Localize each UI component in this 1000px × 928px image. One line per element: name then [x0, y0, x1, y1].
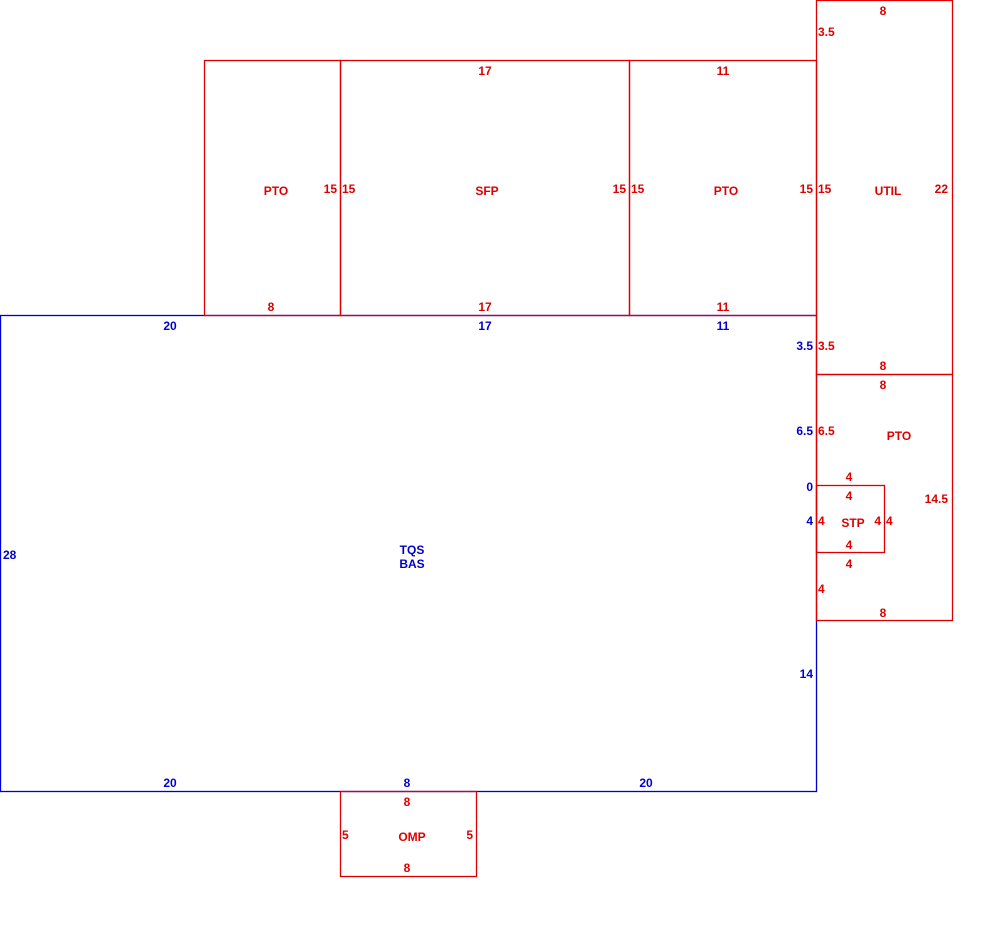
main-area-label-line1: TQS	[400, 543, 425, 557]
sfp-dim-left: 15	[342, 182, 356, 196]
util-dim-bottom: 8	[880, 359, 887, 373]
util-dim-top: 8	[880, 4, 887, 18]
pto-mid-dim-left: 15	[631, 182, 645, 196]
util-dim-left-mid: 15	[818, 182, 832, 196]
sfp-label: SFP	[475, 184, 498, 198]
omp-dim-top: 8	[404, 795, 411, 809]
main-dim-right-5: 14	[800, 667, 814, 681]
omp-dim-left: 5	[342, 828, 349, 842]
main-dim-right-3: 0	[806, 480, 813, 494]
stp-dim-left: 4	[818, 514, 825, 528]
main-dim-bottom-1: 20	[163, 776, 177, 790]
stp-dim-bottom: 4	[846, 538, 853, 552]
pto-right-dim-left-top: 6.5	[818, 424, 835, 438]
main-dim-bottom-2: 8	[404, 776, 411, 790]
main-dim-top-1: 20	[163, 319, 177, 333]
main-dim-left: 28	[3, 548, 17, 562]
stp-dim-right-inner: 4	[874, 514, 881, 528]
main-dim-bottom-3: 20	[639, 776, 653, 790]
main-dim-top-3: 11	[717, 319, 730, 333]
main-area-label-line2: BAS	[399, 557, 424, 571]
pto-right-dim-bottom: 8	[880, 606, 887, 620]
stp-dim-top: 4	[846, 489, 853, 503]
omp-dim-right: 5	[466, 828, 473, 842]
pto-right-label: PTO	[887, 429, 911, 443]
util-label: UTIL	[875, 184, 902, 198]
pto-left-dim-right: 15	[324, 182, 338, 196]
pto-right-dim-top-step: 4	[846, 470, 853, 484]
main-dim-right-4: 4	[806, 514, 813, 528]
pto-mid-label: PTO	[714, 184, 738, 198]
pto-left-label: PTO	[264, 184, 288, 198]
omp-label: OMP	[398, 830, 425, 844]
pto-right-dim-bottom-step: 4	[846, 557, 853, 571]
main-dim-right-1: 3.5	[796, 339, 813, 353]
pto-right-dim-right: 14.5	[925, 492, 949, 506]
pto-right-outline	[815, 373, 954, 622]
pto-mid-dim-right: 15	[800, 182, 814, 196]
util-dim-left-bottom: 3.5	[818, 339, 835, 353]
pto-left-dim-bottom: 8	[268, 300, 275, 314]
pto-mid-dim-bottom: 11	[717, 300, 730, 314]
util-dim-right: 22	[935, 182, 949, 196]
omp-dim-bottom: 8	[404, 861, 411, 875]
main-dim-right-2: 6.5	[796, 424, 813, 438]
sfp-dim-bottom: 17	[478, 300, 492, 314]
pto-mid-dim-top: 11	[717, 64, 730, 78]
main-dim-top-2: 17	[478, 319, 492, 333]
sfp-dim-top: 17	[478, 64, 492, 78]
pto-right-dim-top: 8	[880, 378, 887, 392]
stp-dim-right-outer: 4	[886, 514, 893, 528]
stp-area-label: STP	[841, 516, 864, 530]
util-dim-left-top: 3.5	[818, 25, 835, 39]
sfp-dim-right: 15	[613, 182, 627, 196]
pto-right-dim-left-bottom: 4	[818, 582, 825, 596]
omp-outline	[339, 790, 478, 878]
